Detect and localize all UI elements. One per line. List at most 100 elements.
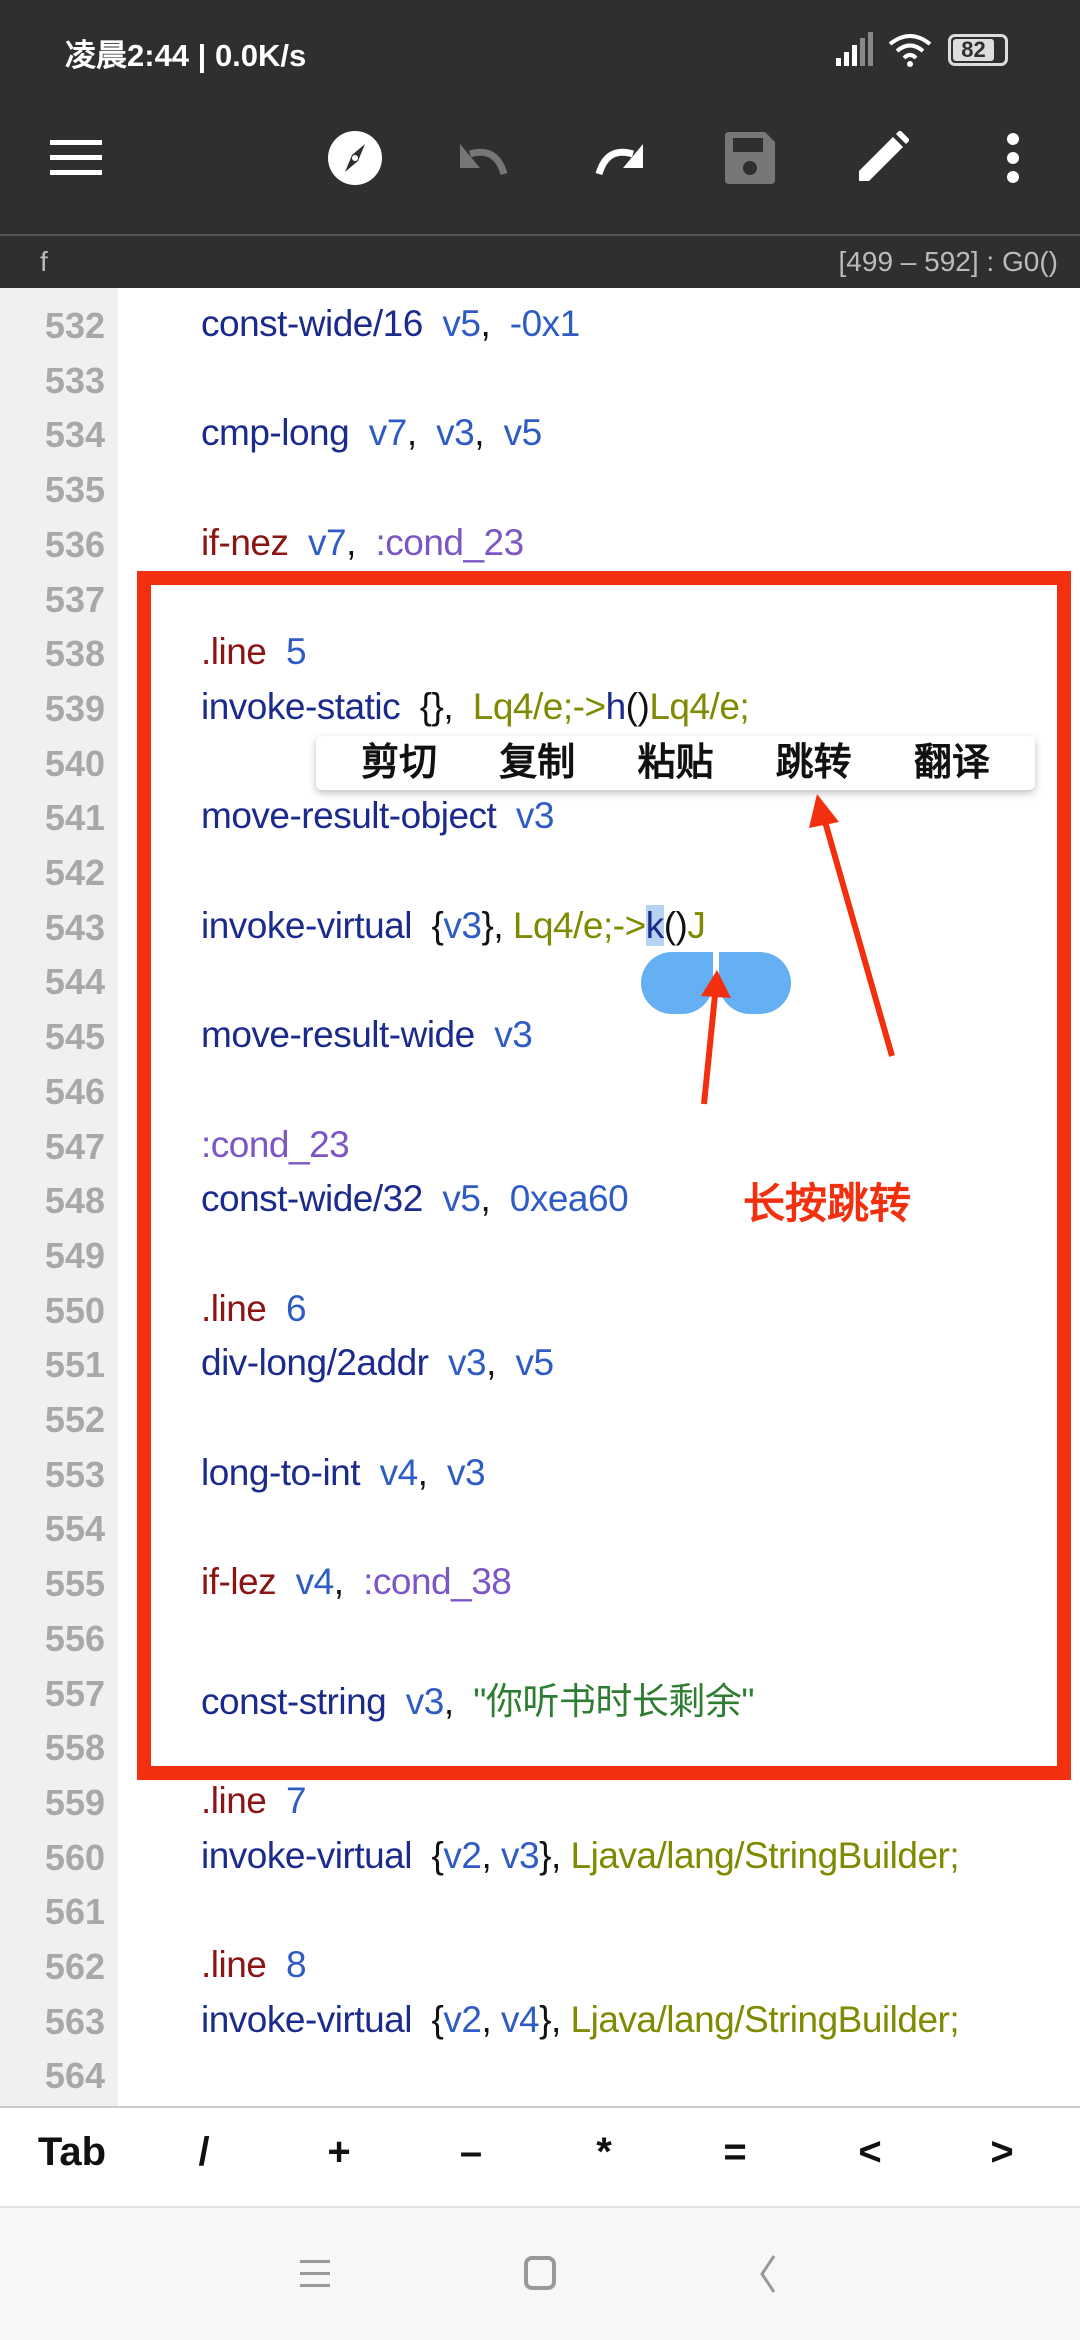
code-token: ,: [481, 1998, 502, 2040]
code-token: {: [411, 1998, 444, 2040]
highlight-box-annotation: [137, 571, 1071, 1780]
code-line[interactable]: 537: [0, 571, 1080, 626]
code-line[interactable]: 538.line 5: [0, 625, 1080, 680]
code-line[interactable]: 556: [0, 1610, 1080, 1665]
code-token: v5: [422, 303, 481, 344]
menu-item-copy[interactable]: 复制: [499, 742, 576, 784]
code-token: Lq4/e;->: [472, 685, 606, 727]
key-tab[interactable]: Tab: [37, 2130, 107, 2174]
back-icon[interactable]: [756, 2254, 780, 2294]
edit-button[interactable]: [842, 118, 922, 198]
home-icon[interactable]: [524, 2256, 558, 2292]
code-text: .line 5: [201, 631, 307, 673]
line-number: 532: [44, 305, 105, 346]
code-line[interactable]: 558: [0, 1719, 1080, 1774]
code-line[interactable]: 559.line 7: [0, 1774, 1080, 1829]
selection-handle-left[interactable]: [641, 952, 713, 1014]
key-greater-than[interactable]: >: [990, 2130, 1014, 2174]
line-number: 546: [44, 1070, 105, 1112]
code-token: (): [663, 904, 688, 946]
code-token: v2: [443, 1834, 482, 1876]
code-text: .line 6: [201, 1288, 307, 1330]
code-token: v3: [428, 1342, 487, 1384]
code-token: h: [605, 685, 627, 727]
code-token: {}: [400, 685, 444, 727]
key-plus[interactable]: +: [327, 2130, 351, 2174]
code-token: ,: [486, 1342, 516, 1384]
code-token: Lq4/e;: [649, 685, 750, 727]
code-token: if-nez: [201, 521, 289, 563]
battery-level: 82: [953, 39, 994, 61]
code-line[interactable]: 546: [0, 1063, 1080, 1118]
code-line[interactable]: 535: [0, 461, 1080, 516]
code-text: div-long/2addr v3, v5: [201, 1342, 554, 1384]
method-range[interactable]: [499 – 592] : G0(): [838, 246, 1058, 277]
code-token: ,: [346, 521, 376, 563]
code-token: 0xea60: [509, 1178, 629, 1220]
menu-item-goto[interactable]: 跳转: [775, 742, 852, 784]
line-number: 562: [44, 1946, 105, 1987]
selection-handle-right[interactable]: [719, 952, 791, 1014]
menu-item-translate[interactable]: 翻译: [913, 742, 990, 784]
key-equals[interactable]: =: [723, 2130, 747, 2174]
code-text: const-wide/32 v5, 0xea60: [201, 1178, 629, 1220]
save-button[interactable]: [710, 118, 790, 198]
code-line[interactable]: 533: [0, 352, 1080, 407]
more-icon: [1007, 133, 1019, 183]
redo-button[interactable]: [578, 118, 658, 198]
code-token: ,: [480, 303, 510, 344]
undo-button[interactable]: [445, 118, 525, 198]
code-line[interactable]: 561: [0, 1883, 1080, 1938]
code-text: .line 7: [201, 1779, 307, 1822]
code-line[interactable]: 550 .line 6: [0, 1282, 1080, 1337]
key-less-than[interactable]: <: [858, 2130, 882, 2174]
code-line[interactable]: 549: [0, 1227, 1080, 1282]
code-token: v3: [501, 1834, 540, 1876]
key-slash[interactable]: /: [198, 2130, 210, 2174]
code-line[interactable]: 564: [0, 2047, 1080, 2102]
more-options-button[interactable]: [973, 118, 1053, 198]
code-text: invoke-virtual {v3}, Lq4/e;->k()J: [201, 904, 706, 947]
code-line[interactable]: 544: [0, 953, 1080, 1008]
recents-icon[interactable]: [300, 2258, 332, 2290]
code-token: .line: [201, 631, 267, 673]
code-token: ,: [406, 412, 437, 454]
code-line[interactable]: 542: [0, 844, 1080, 899]
code-line[interactable]: 540: [0, 735, 1080, 790]
menu-item-paste[interactable]: 粘贴: [637, 742, 714, 784]
code-text: move-result-object v3: [201, 795, 554, 837]
line-number: 534: [44, 414, 105, 456]
code-token: 7: [266, 1779, 307, 1821]
menu-button[interactable]: [36, 118, 116, 198]
code-line[interactable]: 554: [0, 1500, 1080, 1555]
navigate-button[interactable]: [315, 118, 395, 198]
line-number: 552: [44, 1399, 105, 1440]
menu-item-cut[interactable]: 剪切: [361, 742, 438, 784]
key-minus[interactable]: –: [459, 2130, 483, 2174]
symbol-key-bar: Tab / + – * = < >: [0, 2106, 1080, 2208]
key-asterisk[interactable]: *: [596, 2130, 612, 2174]
top-app-bar: 凌晨2:44 | 0.0K/s 82: [0, 0, 1080, 234]
line-number: 550: [44, 1289, 105, 1331]
code-token: invoke-virtual: [201, 1998, 412, 2040]
code-line[interactable]: 552: [0, 1391, 1080, 1446]
code-token: ,: [443, 1680, 474, 1722]
code-line[interactable]: 562.line 8: [0, 1938, 1080, 1993]
line-number: 560: [44, 1836, 105, 1878]
code-line[interactable]: 547:cond_23: [0, 1118, 1080, 1173]
line-number: 544: [44, 961, 105, 1003]
